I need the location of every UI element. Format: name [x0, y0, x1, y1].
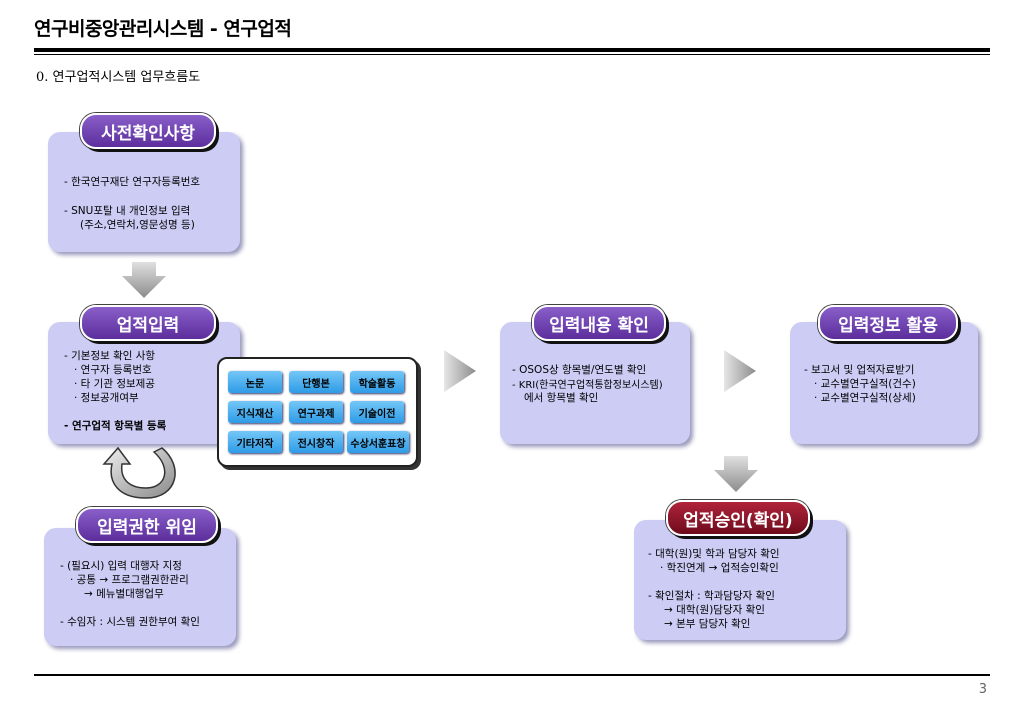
category-cell: 지식재산 — [228, 401, 282, 423]
category-cell: 단행본 — [289, 371, 343, 393]
verify-panel: - OSOS상 항목별/연도별 확인 - KRI(한국연구업적통합정보시스템) … — [500, 322, 690, 444]
entry-line-4: · 정보공개여부 — [74, 392, 139, 404]
verify-title: 입력내용 확인 — [532, 305, 666, 341]
right-arrow-icon — [444, 350, 476, 392]
approval-line-5: → 본부 담당자 확인 — [664, 618, 751, 630]
approval-line-2: · 학진연계 → 업적승인확인 — [660, 562, 779, 574]
down-arrow-icon — [714, 456, 758, 492]
precheck-title: 사전확인사항 — [80, 113, 216, 149]
delegation-line-3: → 메뉴별대행업무 — [84, 588, 164, 600]
utilize-line-2: · 교수별연구실적(건수) — [814, 378, 916, 390]
category-cell: 연구과제 — [289, 401, 343, 423]
verify-line-1: - OSOS상 항목별/연도별 확인 — [512, 364, 647, 376]
approval-title: 업적승인(확인) — [666, 500, 810, 536]
delegation-panel: - (필요시) 입력 대행자 지정 · 공통 → 프로그램권한관리 → 메뉴별대… — [44, 528, 236, 646]
entry-panel: - 기본정보 확인 사항 · 연구자 등록번호 · 타 기관 정보제공 · 정보… — [48, 322, 240, 444]
approval-line-3: - 확인절차 : 학과담당자 확인 — [648, 590, 775, 602]
verify-line-2: - KRI(한국연구업적통합정보시스템) — [512, 380, 663, 391]
verify-line-3: 에서 항목별 확인 — [524, 392, 599, 404]
entry-line-5: - 연구업적 항목별 등록 — [64, 420, 167, 432]
category-cell: 기술이전 — [350, 401, 404, 423]
entry-line-2: · 연구자 등록번호 — [74, 364, 152, 376]
precheck-panel: - 한국연구재단 연구자등록번호 - SNU포탈 내 개인정보 입력 (주소,연… — [48, 132, 240, 252]
utilize-title: 입력정보 활용 — [818, 305, 958, 341]
page-number: 3 — [978, 682, 987, 697]
utilize-panel: - 보고서 및 업적자료받기 · 교수별연구실적(건수) · 교수별연구실적(상… — [790, 322, 978, 444]
category-cell: 수상서훈표창 — [347, 431, 409, 453]
precheck-line-3: (주소,연락처,영문성명 등) — [80, 219, 195, 231]
approval-line-4: → 대학(원)담당자 확인 — [664, 604, 765, 616]
precheck-line-2: - SNU포탈 내 개인정보 입력 — [64, 205, 191, 217]
delegation-line-2: · 공통 → 프로그램권한관리 — [70, 574, 189, 586]
u-turn-arrow-icon — [102, 446, 176, 499]
category-cell: 논문 — [228, 371, 282, 393]
right-arrow-icon — [724, 350, 756, 392]
down-arrow-icon — [122, 262, 166, 298]
precheck-line-1: - 한국연구재단 연구자등록번호 — [64, 176, 201, 188]
delegation-line-1: - (필요시) 입력 대행자 지정 — [60, 560, 182, 572]
category-cell: 학술활동 — [350, 371, 404, 393]
delegation-title: 입력권한 위임 — [76, 507, 218, 543]
category-cell: 전시창작 — [289, 431, 343, 453]
approval-panel: - 대학(원)및 학과 담당자 확인 · 학진연계 → 업적승인확인 - 확인절… — [634, 520, 846, 640]
section-subtitle: 0. 연구업적시스템 업무흐름도 — [36, 70, 201, 85]
category-grid: 논문 단행본 학술활동 지식재산 연구과제 기술이전 기타저작 전시창작 수상서… — [217, 357, 418, 467]
header-divider-thin — [34, 54, 990, 55]
header-divider — [34, 48, 990, 52]
category-cell: 기타저작 — [228, 431, 282, 453]
entry-line-3: · 타 기관 정보제공 — [74, 378, 155, 390]
utilize-line-3: · 교수별연구실적(상세) — [814, 392, 916, 404]
page-title: 연구비중앙관리시스템 - 연구업적 — [34, 18, 292, 40]
utilize-line-1: - 보고서 및 업적자료받기 — [804, 364, 915, 376]
footer-divider — [34, 674, 990, 676]
entry-title: 업적입력 — [80, 305, 216, 341]
approval-line-1: - 대학(원)및 학과 담당자 확인 — [648, 548, 780, 560]
entry-line-1: - 기본정보 확인 사항 — [64, 350, 156, 362]
delegation-line-4: - 수임자 : 시스템 권한부여 확인 — [60, 616, 200, 628]
